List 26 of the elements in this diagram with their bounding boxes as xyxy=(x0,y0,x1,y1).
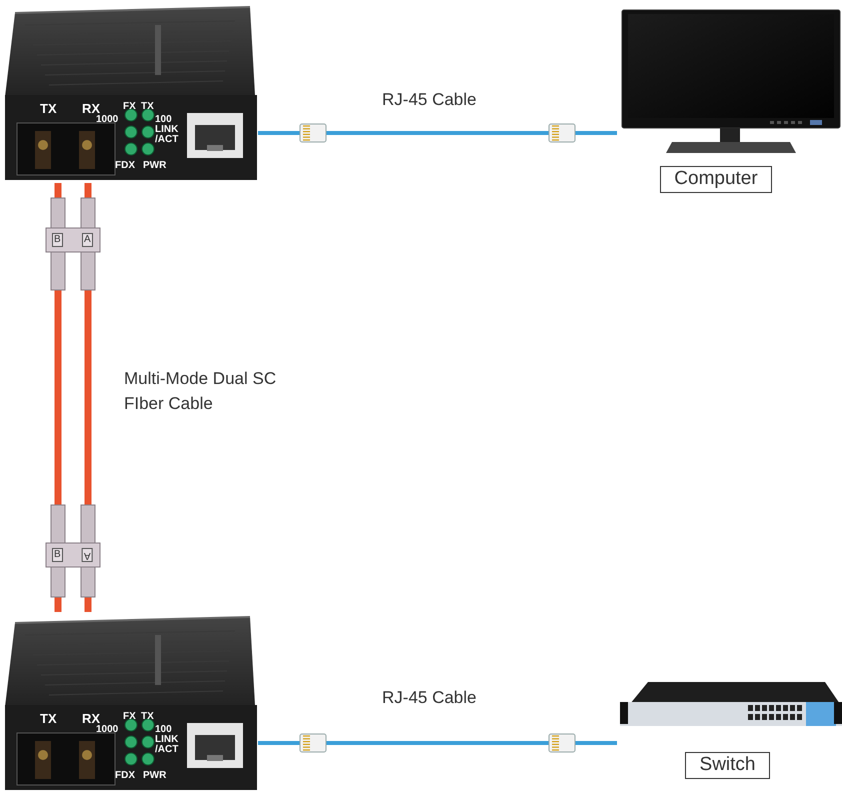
caption-box: Computer xyxy=(660,166,772,193)
panel-label: 100 xyxy=(155,115,172,125)
panel-label: TX xyxy=(40,102,57,115)
connector-letter: B xyxy=(52,233,63,247)
ethernet-cable xyxy=(258,124,617,142)
panel-label: FDX xyxy=(115,771,135,781)
panel-label: PWR xyxy=(143,161,166,171)
panel-label: LINK /ACT xyxy=(155,735,180,755)
panel-label: 1000 xyxy=(96,115,118,125)
connector-letter: B xyxy=(52,548,63,562)
connector-letter: A xyxy=(82,548,93,562)
panel-label: FX xyxy=(123,712,136,722)
panel-label: TX xyxy=(141,712,154,722)
panel-label: PWR xyxy=(143,771,166,781)
caption-box: Switch xyxy=(685,752,770,779)
panel-label: LINK /ACT xyxy=(155,125,180,145)
panel-label: 100 xyxy=(155,725,172,735)
panel-label: TX xyxy=(141,102,154,112)
panel-label: FDX xyxy=(115,161,135,171)
panel-label: FX xyxy=(123,102,136,112)
panel-label: 1000 xyxy=(96,725,118,735)
ethernet-cable xyxy=(258,734,617,752)
panel-label: TX xyxy=(40,712,57,725)
panel-label: RX xyxy=(82,102,100,115)
panel-label: RX xyxy=(82,712,100,725)
connector-letter: A xyxy=(82,233,93,247)
